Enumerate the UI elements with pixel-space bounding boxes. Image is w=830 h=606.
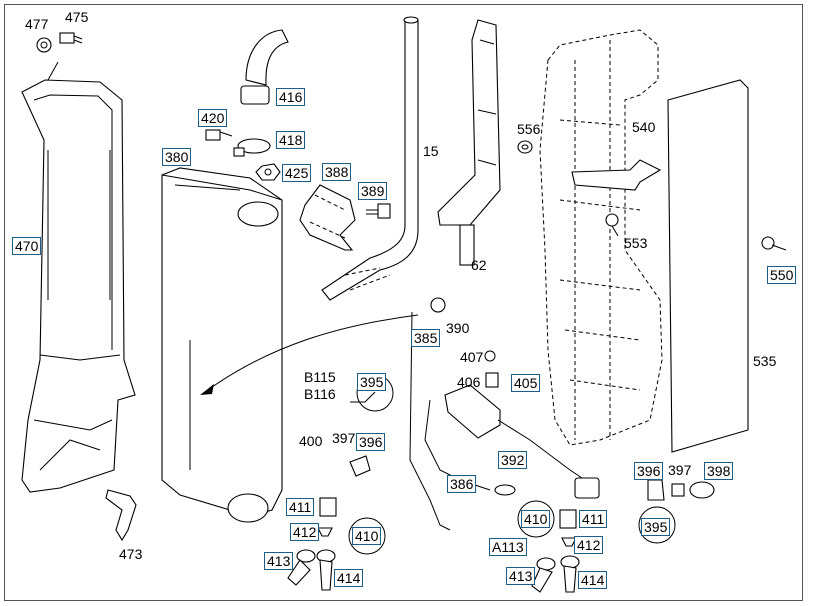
label-413-left: 413	[264, 552, 294, 570]
module-406	[424, 384, 586, 496]
label-396-left: 396	[356, 433, 386, 451]
label-556: 556	[517, 121, 541, 137]
fitting-411b	[559, 509, 577, 529]
label-385: 385	[411, 329, 441, 347]
label-397-right: 397	[668, 462, 692, 478]
label-475: 475	[65, 9, 89, 25]
label-397-left: 397	[332, 430, 356, 446]
label-540: 540	[632, 119, 656, 135]
nut-477	[36, 37, 52, 53]
label-398: 398	[704, 462, 734, 480]
label-416: 416	[276, 88, 306, 106]
label-380: 380	[162, 148, 192, 166]
nut-425	[255, 163, 281, 181]
fitting-412a	[317, 527, 333, 537]
detail-circle-395b	[638, 506, 676, 544]
label-414-right: 414	[578, 571, 608, 589]
label-15: 15	[423, 143, 439, 159]
label-386: 386	[447, 475, 477, 493]
bolt-475	[59, 32, 83, 44]
bolt-550	[761, 236, 787, 251]
label-412-right: 412	[574, 536, 604, 554]
frame-540	[539, 29, 663, 446]
label-405: 405	[511, 374, 541, 392]
label-A113: A113	[489, 538, 527, 556]
sensor-arrow	[204, 314, 419, 393]
label-535: 535	[753, 353, 777, 369]
fitting-412b	[561, 537, 577, 547]
label-390: 390	[446, 320, 470, 336]
label-550: 550	[767, 266, 797, 284]
elbow-414a	[316, 549, 336, 591]
clamp-418	[233, 138, 271, 157]
diagram-frame	[4, 4, 803, 601]
label-410-left: 410	[352, 527, 382, 545]
elbow-414b	[560, 555, 580, 593]
fitting-396a	[349, 455, 371, 477]
label-473: 473	[119, 546, 143, 562]
label-B116: B116	[304, 386, 336, 402]
detail-circle-410a	[348, 517, 386, 555]
label-425: 425	[282, 164, 312, 182]
elbow-413a	[287, 549, 316, 586]
fitting-411a	[319, 497, 337, 517]
label-400: 400	[299, 433, 323, 449]
label-470: 470	[12, 237, 42, 255]
bracket-388	[299, 184, 356, 251]
label-414-left: 414	[334, 569, 364, 587]
label-396-right: 396	[634, 462, 664, 480]
label-395-right: 395	[641, 518, 671, 536]
bracket-473	[105, 489, 137, 542]
label-392: 392	[498, 451, 528, 469]
label-413-right: 413	[506, 567, 536, 585]
washer-556	[517, 140, 533, 154]
bracket-62	[437, 19, 501, 266]
connector-405	[485, 372, 499, 388]
label-411-left: 411	[286, 498, 315, 516]
elbow-413b	[531, 557, 556, 593]
bolt-420	[205, 129, 233, 141]
pipe-15	[321, 16, 419, 301]
panel-535	[667, 79, 749, 453]
elbow-416	[245, 29, 289, 86]
detail-circle-410b	[517, 500, 555, 538]
washer-390	[430, 297, 446, 313]
label-418: 418	[276, 131, 306, 149]
label-406: 406	[457, 374, 481, 390]
label-407: 407	[460, 349, 484, 365]
label-62: 62	[471, 257, 487, 273]
label-553: 553	[624, 235, 648, 251]
sensor-398	[574, 477, 715, 501]
bolt-389	[366, 203, 391, 219]
muffler-380	[161, 167, 283, 523]
label-389: 389	[358, 182, 388, 200]
label-B115: B115	[304, 369, 336, 385]
label-410-right: 410	[521, 510, 551, 528]
label-420: 420	[198, 109, 228, 127]
label-411-right: 411	[579, 510, 608, 528]
label-477: 477	[25, 16, 49, 32]
frame-470	[21, 79, 136, 493]
bolt-553	[605, 213, 619, 237]
label-395-left: 395	[357, 373, 387, 391]
label-388: 388	[322, 163, 352, 181]
label-412-left: 412	[290, 523, 320, 541]
